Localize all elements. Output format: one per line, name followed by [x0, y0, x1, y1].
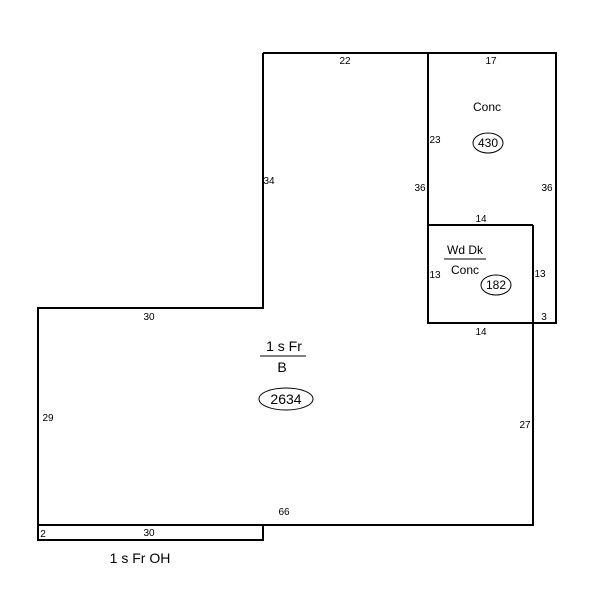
dim-main-step: 30 [143, 312, 155, 323]
conc-upper-oval [472, 132, 504, 154]
dim-conc-right: 36 [541, 183, 553, 194]
dim-overhang-side: 2 [40, 529, 46, 540]
dim-conc-inner-left: 23 [429, 135, 441, 146]
dim-conc-top: 17 [485, 56, 497, 67]
concrete-area-outline [428, 52, 557, 324]
dim-main-top: 22 [339, 56, 351, 67]
dim-deck-right: 13 [534, 269, 546, 280]
main-area-label-top: 1 s Fr [266, 338, 302, 354]
dim-deck-left: 13 [429, 270, 441, 281]
dim-main-left: 29 [42, 413, 54, 424]
conc-upper-label: Conc [473, 100, 501, 114]
wood-deck-oval [480, 274, 512, 296]
overhang-label: 1 s Fr OH [110, 550, 171, 566]
wood-deck-label-bottom: Conc [451, 263, 479, 277]
dim-deck-corner: 3 [541, 312, 547, 323]
main-area-value: 2634 [270, 391, 301, 407]
wood-deck-value: 182 [486, 278, 506, 292]
wood-deck-label-top: Wd Dk [447, 243, 484, 257]
dim-deck-bottom: 14 [475, 327, 487, 338]
dim-main-bottom: 66 [278, 507, 290, 518]
dim-deck-top: 14 [475, 214, 487, 225]
dim-conc-left: 36 [414, 183, 426, 194]
dim-main-upper-left: 34 [263, 176, 275, 187]
conc-upper-value: 430 [478, 136, 498, 150]
overhang-outline [37, 524, 264, 541]
dim-main-right: 27 [519, 420, 531, 431]
main-area-oval [258, 387, 314, 411]
main-building-outline [37, 52, 534, 526]
main-area-label-bottom: B [277, 359, 286, 375]
dim-overhang-bottom: 30 [143, 528, 155, 539]
